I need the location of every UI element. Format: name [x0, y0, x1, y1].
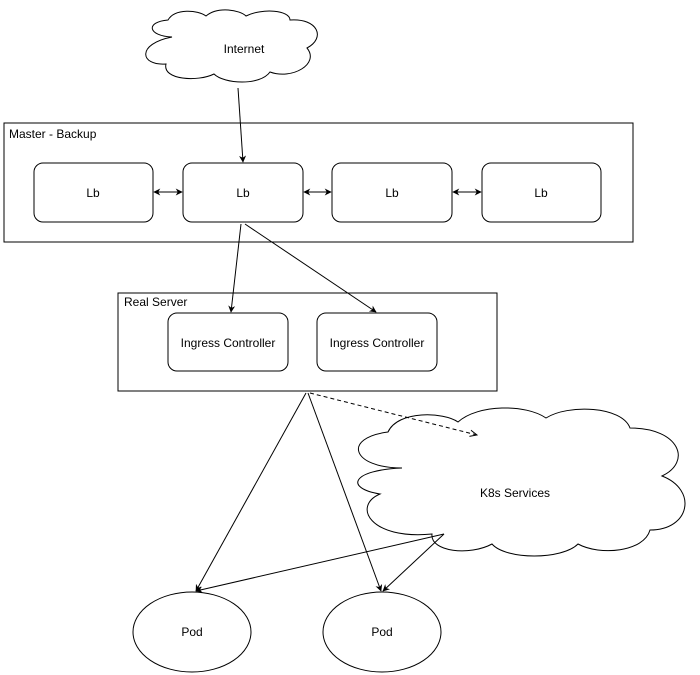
- internet-to-lb-arrow: [237, 87, 247, 163]
- load-balancer-1: Lb: [33, 162, 154, 223]
- pod-2: Pod: [322, 591, 442, 673]
- load-balancer-3: Lb: [331, 162, 453, 223]
- k8s-to-pod-2-arrow: [382, 533, 445, 592]
- real-server-label: Real Server: [124, 295, 187, 309]
- pod-1: Pod: [132, 591, 252, 673]
- lb-to-ingress-1-arrow: [228, 223, 242, 313]
- lb-to-ingress-2-arrow: [244, 223, 377, 313]
- real-server-to-pod-2-arrow: [307, 392, 383, 592]
- ingress-controller-2: Ingress Controller: [316, 312, 438, 372]
- ingress-controller-label: Ingress Controller: [181, 336, 276, 350]
- load-balancer-4: Lb: [481, 162, 602, 223]
- load-balancer-label: Lb: [236, 186, 250, 200]
- load-balancer-2: Lb: [182, 162, 304, 223]
- ingress-controller-label: Ingress Controller: [330, 336, 425, 350]
- ingress-controller-1: Ingress Controller: [167, 312, 289, 372]
- internet-cloud: Internet: [145, 9, 318, 83]
- load-balancer-label: Lb: [534, 186, 548, 200]
- load-balancer-label: Lb: [385, 186, 399, 200]
- load-balancer-label: Lb: [86, 186, 100, 200]
- master-backup-group: Master - Backup: [3, 122, 634, 243]
- real-server-to-k8s-dashed-arrow: [309, 392, 477, 435]
- k8s-to-pod-1-arrow: [195, 533, 445, 593]
- internet-label: Internet: [224, 42, 265, 56]
- k8s-services-cloud: K8s Services: [357, 407, 686, 557]
- master-backup-label: Master - Backup: [9, 127, 97, 141]
- real-server-group: Real Server: [117, 292, 498, 392]
- real-server-to-pod-1-arrow: [195, 392, 307, 592]
- k8s-services-label: K8s Services: [480, 486, 550, 500]
- pod-label: Pod: [181, 625, 202, 639]
- pod-label: Pod: [371, 625, 392, 639]
